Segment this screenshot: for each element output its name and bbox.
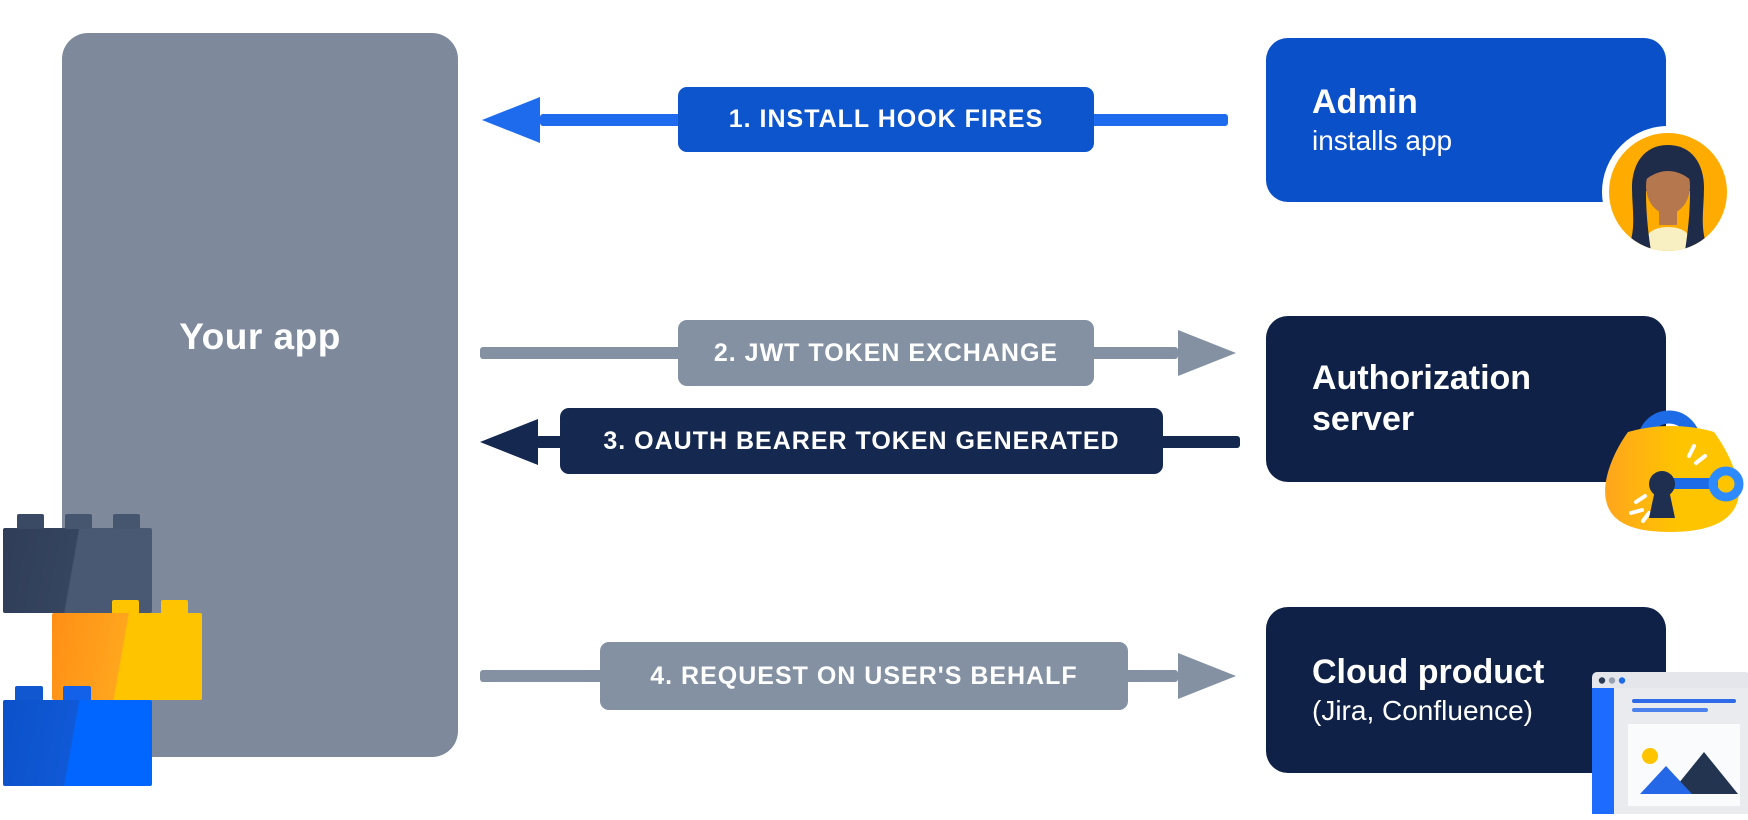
cloud-product-subtitle: (Jira, Confluence) [1312,695,1533,726]
step-2-label: 2. JWT TOKEN EXCHANGE [678,320,1094,386]
your-app-label: Your app [179,316,341,357]
lego-stud [15,686,43,701]
arrow-left-icon [482,97,540,143]
arrow-left-icon [480,419,538,465]
lego-brick-yellow [52,613,202,700]
admin-avatar-graphic [1627,145,1709,251]
lego-stud [63,686,91,701]
auth-server-node: Authorization server [1266,316,1666,482]
arrow-right-icon [1178,330,1236,376]
lego-stud [113,514,140,529]
step-1-label: 1. INSTALL HOOK FIRES [678,87,1094,152]
lego-brick-blue [3,700,152,786]
step-3-label: 3. OAUTH BEARER TOKEN GENERATED [560,408,1163,474]
arrow-right-icon [1178,653,1236,699]
admin-node: Admin installs app [1266,38,1666,202]
admin-subtitle: installs app [1312,125,1453,156]
step-4-label: 4. REQUEST ON USER'S BEHALF [600,642,1128,710]
auth-server-title-line1: Authorization [1312,359,1532,397]
browser-window-icon [1592,672,1748,814]
lego-stud [161,600,188,614]
admin-avatar-icon [1602,126,1734,258]
lock-key-icon [1605,410,1744,532]
lego-stud [17,514,44,529]
admin-title: Admin [1312,83,1418,121]
lego-stud [65,514,92,529]
cloud-product-title: Cloud product [1312,653,1545,691]
auth-server-title-line2: server [1312,400,1415,438]
lego-stud [112,600,139,614]
lego-brick-navy [3,528,152,613]
